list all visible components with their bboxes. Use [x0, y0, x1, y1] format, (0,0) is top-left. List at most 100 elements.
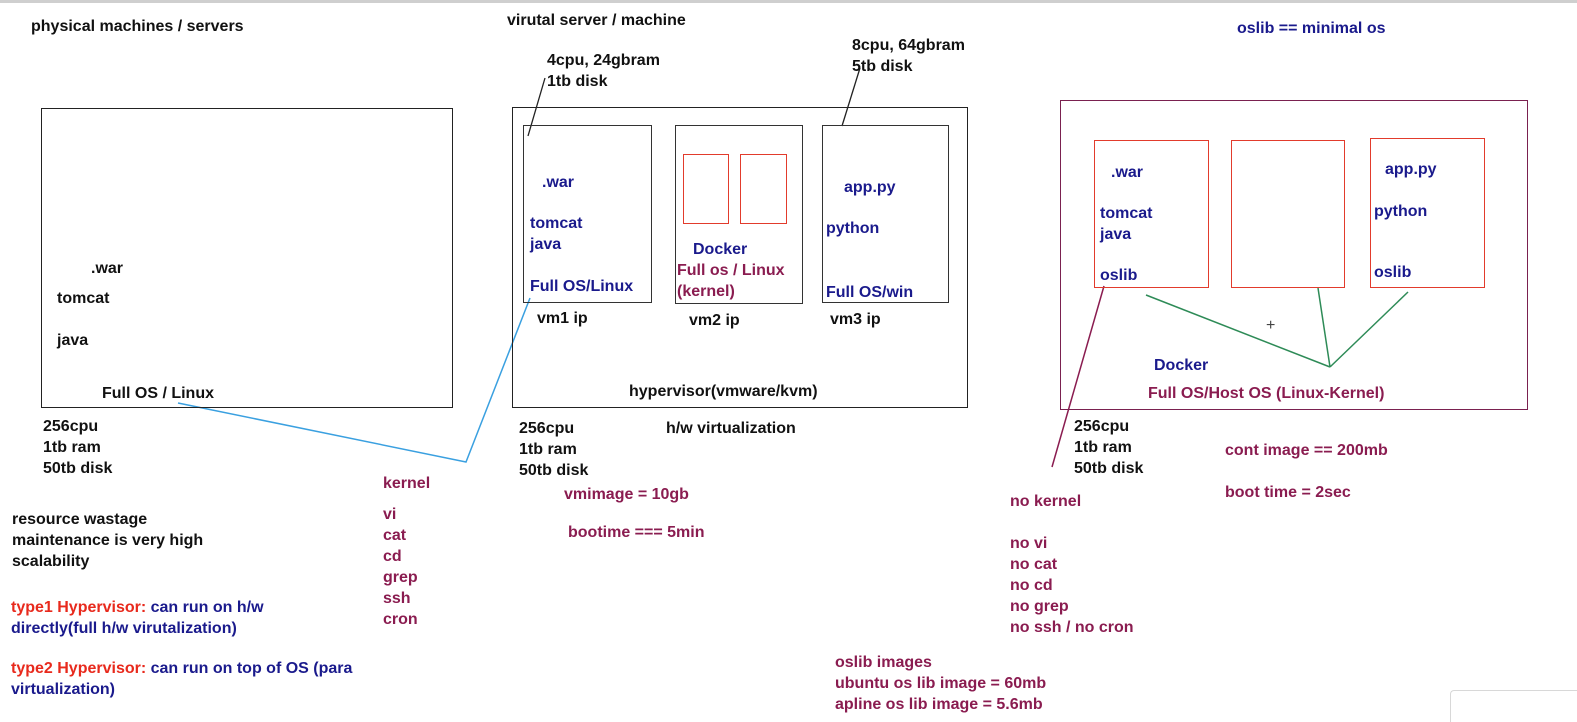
- container-1-box: [1094, 140, 1209, 288]
- physical-issues: resource wastage maintenance is very hig…: [12, 509, 203, 572]
- corner-widget[interactable]: [1450, 690, 1577, 722]
- type2-label: type2 Hypervisor:: [11, 660, 147, 677]
- vm2-container-2: [740, 154, 787, 224]
- kernel-item: cd: [383, 548, 402, 565]
- docker-host-box: [1060, 100, 1528, 410]
- vm3-spec-disk: 5tb disk: [852, 58, 913, 75]
- top-border: [0, 0, 1577, 3]
- oslib-link-green-3: [1329, 291, 1409, 368]
- type1-text: can run on h/w: [146, 599, 264, 616]
- no-list: no kernel no vi no cat no cd no grep no …: [1010, 491, 1134, 638]
- virtual-specs: 256cpu 1tb ram 50tb disk: [519, 418, 588, 481]
- oslib-image-item: ubuntu os lib image = 60mb: [835, 675, 1047, 692]
- vm3-app: app.py: [844, 179, 896, 196]
- type2-hypervisor-line2: virtualization): [11, 681, 116, 698]
- oslib-link-green-1: [1145, 294, 1331, 368]
- no-item: no ssh / no cron: [1010, 619, 1134, 636]
- issue-item: scalability: [12, 553, 90, 570]
- docker-specs: 256cpu 1tb ram 50tb disk: [1074, 416, 1143, 479]
- kernel-item: kernel: [383, 475, 431, 492]
- no-item: no vi: [1010, 535, 1048, 552]
- spec-disk: 50tb disk: [1074, 460, 1144, 477]
- vm1-tomcat: tomcat: [530, 215, 583, 232]
- vm1-war: .war: [542, 174, 575, 191]
- spec-cpu: 256cpu: [1074, 418, 1130, 435]
- issue-item: resource wastage: [12, 511, 148, 528]
- vm1-spec-disk: 1tb disk: [547, 73, 608, 90]
- vm3-python: python: [826, 220, 880, 237]
- vm1-spec: 4cpu, 24gbram 1tb disk: [547, 50, 660, 92]
- vm1-spec-cpu: 4cpu, 24gbram: [547, 52, 660, 69]
- issue-item: maintenance is very high: [12, 532, 204, 549]
- kernel-item: cat: [383, 527, 407, 544]
- vm3-box: [822, 125, 949, 303]
- docker-label: Docker: [1154, 357, 1209, 374]
- vm3-spec-cpu: 8cpu, 64gbram: [852, 37, 965, 54]
- type1-hypervisor-line1: type1 Hypervisor: can run on h/w: [11, 598, 264, 618]
- container-3-python: python: [1374, 203, 1428, 220]
- kernel-item: ssh: [383, 590, 411, 607]
- vm1-label: vm1 ip: [537, 310, 588, 327]
- vm1-java: java: [530, 236, 562, 253]
- container-3-app: app.py: [1385, 161, 1437, 178]
- heading-physical: physical machines / servers: [31, 18, 244, 35]
- hypervisor-label: hypervisor(vmware/kvm): [629, 383, 818, 400]
- heading-virtual: virutal server / machine: [507, 12, 686, 29]
- vm3-label: vm3 ip: [830, 311, 881, 328]
- container-1-tomcat: tomcat: [1100, 205, 1153, 222]
- vm2-docker: Docker: [693, 241, 748, 258]
- vm2-box: [675, 125, 803, 304]
- spec-disk: 50tb disk: [43, 460, 113, 477]
- vmimage-size: vmimage = 10gb: [564, 486, 689, 503]
- container-3-box: [1370, 138, 1485, 288]
- host-os-label: Full OS/Host OS (Linux-Kernel): [1148, 385, 1385, 402]
- plus-sign: +: [1266, 317, 1276, 334]
- vm1-os: Full OS/Linux: [530, 278, 634, 295]
- container-3-oslib: oslib: [1374, 264, 1412, 281]
- vm2-os-line2: (kernel): [677, 283, 735, 300]
- vm3-spec: 8cpu, 64gbram 5tb disk: [852, 35, 965, 77]
- type2-text: can run on top of OS (para: [146, 660, 353, 677]
- vm3-spec-pointer: [841, 67, 861, 127]
- container-image-size: cont image == 200mb: [1225, 442, 1388, 459]
- spec-cpu: 256cpu: [519, 420, 575, 437]
- physical-tomcat: tomcat: [57, 290, 110, 307]
- spacer: [383, 494, 430, 504]
- spec-disk: 50tb disk: [519, 462, 589, 479]
- type1-hypervisor-line2: directly(full h/w virutalization): [11, 620, 237, 637]
- container-2-box: [1231, 140, 1345, 288]
- physical-war: .war: [91, 260, 124, 277]
- oslib-images-title: oslib images: [835, 654, 932, 671]
- vm3-os: Full OS/win: [826, 284, 914, 301]
- kernel-item: cron: [383, 611, 418, 628]
- spec-ram: 1tb ram: [43, 439, 101, 456]
- kernel-link-line: [177, 297, 531, 463]
- type1-label: type1 Hypervisor:: [11, 599, 147, 616]
- physical-os: Full OS / Linux: [102, 385, 214, 402]
- spec-ram: 1tb ram: [519, 441, 577, 458]
- oslib-images: oslib images ubuntu os lib image = 60mb …: [835, 652, 1046, 715]
- type2-hypervisor-line1: type2 Hypervisor: can run on top of OS (…: [11, 659, 352, 679]
- vm2-label: vm2 ip: [689, 312, 740, 329]
- container-1-java: java: [1100, 226, 1132, 243]
- no-item: no grep: [1010, 598, 1069, 615]
- container-boot-time: boot time = 2sec: [1225, 484, 1351, 501]
- kernel-item: grep: [383, 569, 418, 586]
- no-item: no cat: [1010, 556, 1058, 573]
- spacer: [1010, 512, 1134, 533]
- hypervisor-box: [512, 107, 968, 408]
- spec-ram: 1tb ram: [1074, 439, 1132, 456]
- vm2-container-1: [683, 154, 729, 224]
- container-1-war: .war: [1111, 164, 1144, 181]
- no-item: no cd: [1010, 577, 1053, 594]
- container-1-oslib: oslib: [1100, 267, 1138, 284]
- no-item: no kernel: [1010, 493, 1082, 510]
- vm2-os-line1: Full os / Linux: [677, 262, 785, 279]
- oslib-no-kernel-line: [1051, 285, 1105, 468]
- spec-cpu: 256cpu: [43, 418, 99, 435]
- vm1-box: [523, 125, 652, 303]
- kernel-item: vi: [383, 506, 397, 523]
- physical-java: java: [57, 332, 89, 349]
- physical-server-box: [41, 108, 453, 408]
- physical-specs: 256cpu 1tb ram 50tb disk: [43, 416, 112, 479]
